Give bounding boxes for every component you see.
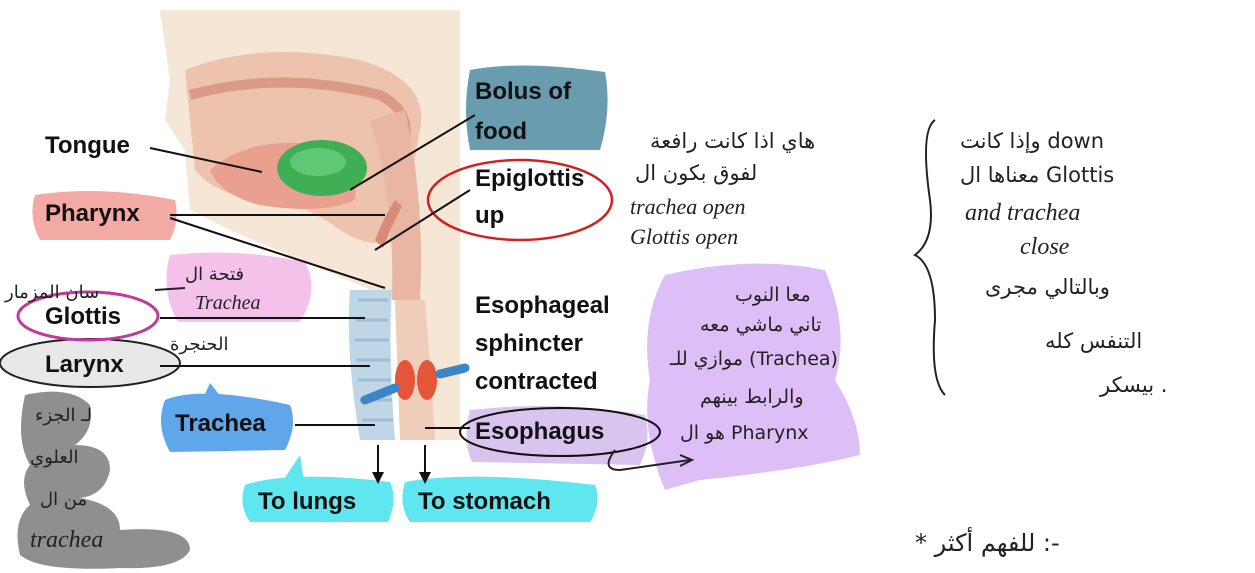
sphincter-label-line2: sphincter (475, 330, 583, 358)
glottis-arabic-note: سان المزمار (5, 280, 99, 306)
purple-note-line2: تاني ماشي معه (700, 312, 822, 338)
down-note-line2: معناها ال Glottis (960, 162, 1114, 188)
down-note-line1: وإذا كانت down (960, 128, 1104, 154)
pharynx-label: Pharynx (45, 200, 140, 228)
sphincter-label-line3: contracted (475, 368, 598, 396)
trachea-label: Trachea (175, 410, 266, 438)
down-note-line4: close (1020, 234, 1069, 260)
grey-note-line1: لـ الجزء (35, 403, 92, 429)
down-note-line7: بيسكر . (1100, 372, 1167, 398)
contract-arrow-right (440, 368, 465, 374)
esophagus-label: Esophagus (475, 418, 604, 446)
glottis-label: Glottis (45, 303, 121, 331)
epiglottis-label-line1: Epiglottis (475, 165, 584, 193)
down-note-line6: التنفس كله (1045, 328, 1142, 354)
down-note-line5: وبالتالي مجرى (985, 274, 1110, 300)
sphincter-label-line1: Esophageal (475, 292, 610, 320)
purple-note-line5: هو ال Pharynx (680, 420, 809, 446)
sphincter-left (395, 360, 415, 400)
grey-note-line3: من ال (40, 487, 87, 513)
down-note-line3: and trachea (965, 200, 1080, 226)
tongue-label: Tongue (45, 132, 130, 160)
epiglottis-label-line2: up (475, 202, 504, 230)
bolus-label-line2: food (475, 118, 527, 146)
sphincter-right (417, 360, 437, 400)
larynx-arabic-note: الحنجرة (170, 332, 229, 358)
to-stomach-label: To stomach (418, 488, 551, 516)
footer-note: * للفهم أكثر :- (915, 530, 1060, 556)
epiglottis-note-line4: Glottis open (630, 224, 738, 250)
purple-note-line1: معا النوب (735, 282, 811, 308)
pink-note-line1: فتحة ال (185, 262, 244, 288)
purple-note-line4: والرابط بينهم (700, 384, 804, 410)
larynx-label: Larynx (45, 351, 124, 379)
epiglottis-note-line3: trachea open (630, 194, 745, 220)
epiglottis-note-line1: هاي اذا كانت رافعة (650, 128, 815, 154)
pink-note-line2: Trachea (195, 290, 261, 316)
epiglottis-note-line2: لفوق بكون ال (635, 160, 757, 186)
to-lungs-label: To lungs (258, 488, 356, 516)
grey-note-line2: العلوي (30, 445, 79, 471)
bolus-label-line1: Bolus of (475, 78, 571, 106)
lungs-tail (280, 455, 305, 488)
grey-note-line4: trachea (30, 527, 103, 553)
curly-brace (915, 120, 945, 395)
purple-note-line3: موازي للـ (Trachea) (670, 346, 838, 372)
